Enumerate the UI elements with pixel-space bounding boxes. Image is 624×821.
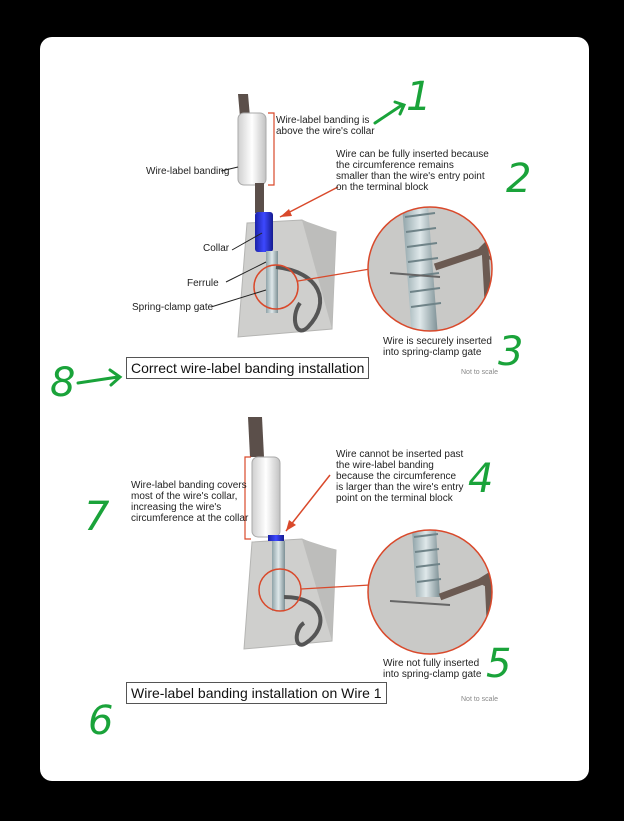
handwritten-arrow-8 <box>76 368 123 387</box>
top-zoom-view <box>367 206 493 332</box>
top-label-banding-above: Wire-label banding is above the wire's c… <box>276 115 375 137</box>
handwritten-arrow-1 <box>373 100 407 125</box>
diagram-page: Wire-label banding is above the wire's c… <box>40 37 589 781</box>
top-label-gate: Spring-clamp gate <box>132 302 214 313</box>
bottom-scale-note: Not to scale <box>461 696 498 703</box>
bottom-spring-clamp <box>283 595 323 647</box>
handwritten-number-7: 7 <box>84 494 110 540</box>
top-diagram <box>210 94 493 338</box>
handwritten-number-5: 5 <box>486 641 512 687</box>
top-label-secure: Wire is securely inserted into spring-cl… <box>383 336 492 358</box>
handwritten-number-3: 3 <box>498 329 524 375</box>
bottom-label-cannot: Wire cannot be inserted past the wire-la… <box>336 449 464 504</box>
top-spring-clamp <box>275 265 323 333</box>
bottom-caption: Wire-label banding installation on Wire … <box>126 682 387 704</box>
bottom-zoom-view <box>367 529 493 655</box>
diagram-artwork <box>76 94 493 655</box>
top-label-banding: Wire-label banding <box>146 166 230 177</box>
top-collar <box>255 212 273 252</box>
top-label-full-insert: Wire can be fully inserted because the c… <box>336 149 489 193</box>
top-wire-label-banding <box>237 112 267 186</box>
bottom-ferrule <box>272 541 285 611</box>
top-scale-note: Not to scale <box>461 369 498 376</box>
handwritten-number-8: 8 <box>50 360 76 406</box>
top-banding-bracket <box>268 112 275 186</box>
handwritten-number-6: 6 <box>88 698 114 744</box>
handwritten-number-4: 4 <box>468 456 494 502</box>
handwritten-number-2: 2 <box>506 156 532 202</box>
top-caption: Correct wire-label banding installation <box>126 357 370 379</box>
bottom-banding-bracket <box>244 456 251 540</box>
bottom-red-arrow <box>285 474 331 532</box>
bottom-label-not-full: Wire not fully inserted into spring-clam… <box>383 658 482 680</box>
bottom-collar <box>268 535 284 541</box>
bottom-wire-label-banding <box>251 456 281 538</box>
top-label-collar: Collar <box>203 243 230 254</box>
top-wire-insulation <box>238 94 250 117</box>
bottom-diagram <box>243 417 493 655</box>
handwritten-number-1: 1 <box>406 74 432 120</box>
top-ferrule <box>266 251 278 313</box>
bottom-label-covers: Wire-label banding covers most of the wi… <box>131 480 249 524</box>
top-label-ferrule: Ferrule <box>187 278 219 289</box>
